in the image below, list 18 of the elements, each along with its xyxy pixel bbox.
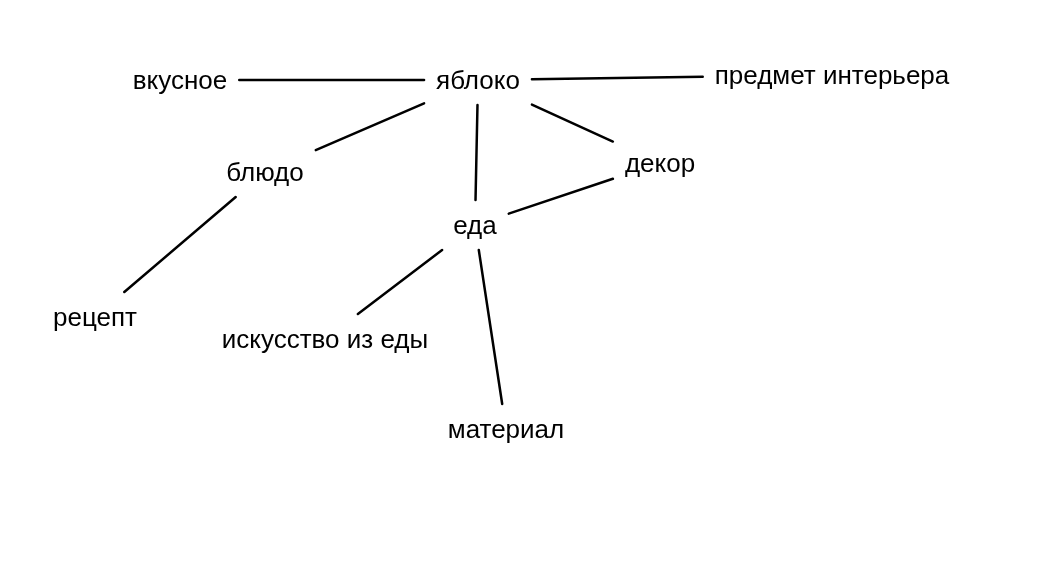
connector-line: [123, 195, 237, 294]
node-label: рецепт: [53, 304, 137, 330]
connector-line: [530, 75, 704, 81]
node-label: еда: [453, 212, 497, 238]
node-label: вкусное: [132, 67, 228, 93]
connector-line: [314, 102, 426, 152]
node-label: блюдо: [226, 159, 304, 185]
connector-line: [507, 177, 615, 215]
connector-line: [477, 248, 504, 406]
connector-line: [356, 248, 444, 316]
connector-line: [474, 103, 479, 202]
node-label: материал: [447, 416, 565, 442]
connector-line: [238, 78, 426, 82]
node-label: яблоко: [436, 67, 520, 93]
node-label: искусство из еды: [221, 326, 429, 352]
connector-line: [530, 103, 615, 143]
node-label: декор: [624, 150, 696, 176]
node-label: предмет интерьера: [714, 62, 950, 88]
